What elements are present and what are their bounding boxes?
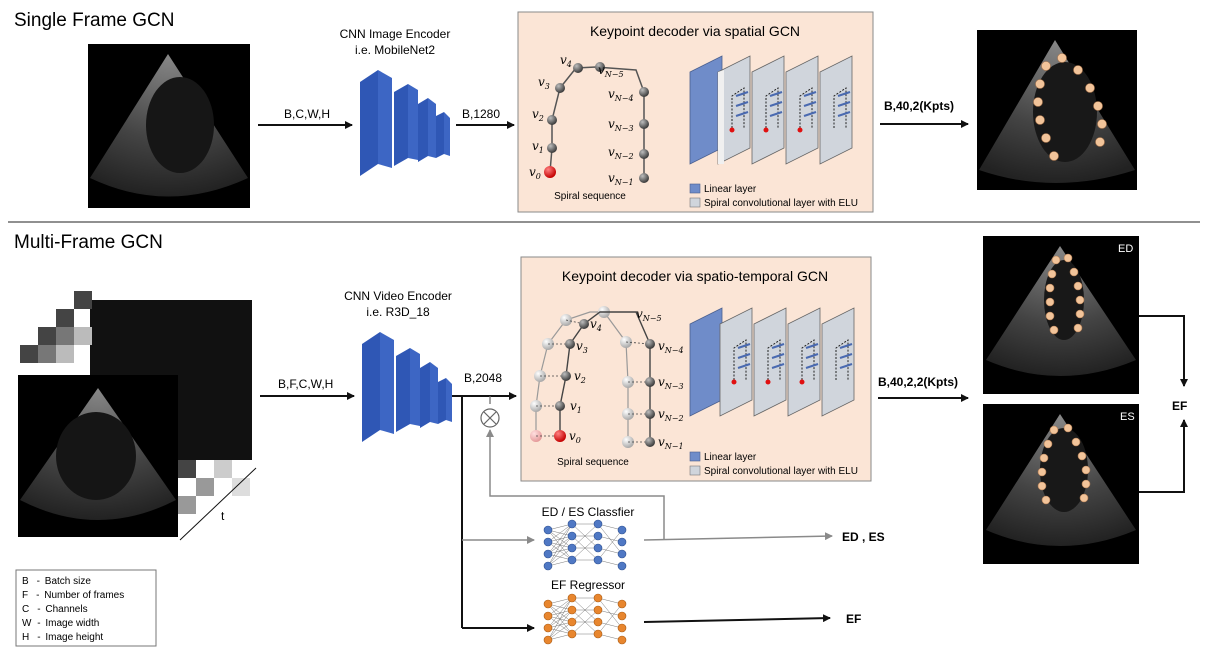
single-input-image xyxy=(88,44,250,208)
single-legend-linear: Linear layer xyxy=(704,184,757,195)
st-node-v2 xyxy=(561,371,571,381)
es-output-image xyxy=(983,404,1139,564)
single-label-v4: v4 xyxy=(560,53,572,69)
single-legend-spiral: Spiral convolutional layer with ELU xyxy=(704,198,858,209)
spiral-node-v1 xyxy=(547,143,557,153)
single-feature-shape-label: B,1280 xyxy=(462,107,500,121)
multi-label-v2: v2 xyxy=(574,369,586,385)
single-label-vn2: vN−2 xyxy=(608,145,634,161)
st-node-v4 xyxy=(579,319,589,329)
multi-encoder-title: CNN Video Encoder xyxy=(344,289,452,303)
single-output-shape-label: B,40,2(Kpts) xyxy=(884,99,954,113)
multi-encoder-subtitle: i.e. R3D_18 xyxy=(366,305,430,319)
multi-frame-title: Multi-Frame GCN xyxy=(14,232,163,253)
single-label-vn4: vN−4 xyxy=(608,87,634,103)
multi-legend-spiral: Spiral convolutional layer with ELU xyxy=(704,466,858,477)
single-input-shape-label: B,C,W,H xyxy=(284,107,330,121)
multi-label-vn2: vN−2 xyxy=(658,407,684,423)
multi-label-v4: v4 xyxy=(590,317,602,333)
multi-decoder-title: Keypoint decoder via spatio-temporal GCN xyxy=(562,268,828,284)
classifier-title: ED / ES Classfier xyxy=(542,505,635,519)
multi-label-v1: v1 xyxy=(570,399,582,415)
spiral-node-v3 xyxy=(555,83,565,93)
st-node-vn4 xyxy=(645,339,655,349)
legend-row-1: B- Batch size xyxy=(22,576,91,587)
multi-spiral-graph xyxy=(530,306,655,448)
st-node-v3 xyxy=(565,339,575,349)
single-label-v0: v0 xyxy=(529,165,541,181)
single-label-vn3: vN−3 xyxy=(608,117,634,133)
spiral-node-vn1 xyxy=(639,173,649,183)
multi-legend-spiral-swatch xyxy=(689,465,701,476)
multi-cnn-encoder-icon xyxy=(362,332,452,442)
single-cnn-encoder-icon xyxy=(360,70,450,176)
ed-tag: ED xyxy=(1118,243,1133,255)
single-encoder-subtitle: i.e. MobileNet2 xyxy=(355,43,435,57)
spiral-node-v2 xyxy=(547,115,557,125)
spiral-node-v4 xyxy=(573,63,583,73)
multi-input-frames xyxy=(18,291,257,541)
single-legend-spiral-swatch xyxy=(689,197,701,208)
regressor-output-label: EF xyxy=(846,612,861,626)
es-tag: ES xyxy=(1120,411,1135,423)
st-node-v0 xyxy=(554,430,566,442)
single-frame-title: Single Frame GCN xyxy=(14,10,175,31)
multi-label-vn5: vN−5 xyxy=(636,307,662,323)
spiral-node-v0 xyxy=(544,166,556,178)
notation-legend-box xyxy=(15,569,157,647)
single-decoder-title: Keypoint decoder via spatial GCN xyxy=(590,23,800,39)
single-label-v2: v2 xyxy=(532,107,544,123)
multi-spiral-label: Spiral sequence xyxy=(557,457,629,468)
multi-legend-linear-swatch xyxy=(689,451,701,462)
single-layer-stack xyxy=(689,55,853,165)
multi-label-vn4: vN−4 xyxy=(658,339,684,355)
single-label-vn5: vN−5 xyxy=(598,63,624,79)
single-legend-linear-swatch xyxy=(689,183,701,194)
regressor-title: EF Regressor xyxy=(551,578,625,592)
multi-input-shape-label: B,F,C,W,H xyxy=(278,377,333,391)
single-spiral-graph xyxy=(544,62,649,183)
st-node-vn2 xyxy=(645,409,655,419)
multi-legend-linear: Linear layer xyxy=(704,452,757,463)
legend-row-5: H- Image height xyxy=(22,632,103,643)
single-label-vn1: vN−1 xyxy=(608,171,634,187)
multi-output-shape-label: B,40,2,2(Kpts) xyxy=(878,375,958,389)
st-node-vn3 xyxy=(645,377,655,387)
multi-label-vn3: vN−3 xyxy=(658,375,684,391)
ef-final-label: EF xyxy=(1172,399,1187,413)
es-to-ef-arrow xyxy=(1139,419,1188,493)
single-spiral-label: Spiral sequence xyxy=(554,191,626,202)
spiral-node-vn4 xyxy=(639,87,649,97)
time-axis-label: t xyxy=(221,509,225,523)
legend-row-2: F- Number of frames xyxy=(22,590,124,601)
ed-output-image xyxy=(983,236,1139,394)
multi-layer-stack xyxy=(689,307,855,417)
multi-label-v3: v3 xyxy=(576,339,588,355)
regressor-output-arrow xyxy=(643,614,831,623)
single-output-image xyxy=(977,30,1137,190)
single-encoder-title: CNN Image Encoder xyxy=(340,27,451,41)
spiral-node-vn5 xyxy=(595,62,605,72)
classifier-network-icon xyxy=(543,519,627,571)
spiral-node-vn3 xyxy=(639,119,649,129)
classifier-output-arrow xyxy=(643,532,833,541)
spiral-node-vn2 xyxy=(639,149,649,159)
regressor-network-icon xyxy=(543,593,627,645)
single-label-v3: v3 xyxy=(538,75,550,91)
legend-row-3: C- Channels xyxy=(22,604,88,615)
multi-feature-shape-label: B,2048 xyxy=(464,371,502,385)
multi-label-vn1: vN−1 xyxy=(658,435,684,451)
legend-row-4: W- Image width xyxy=(22,618,99,629)
multi-label-v0: v0 xyxy=(569,429,581,445)
st-node-v1 xyxy=(555,401,565,411)
multiply-operator-icon xyxy=(480,408,500,428)
st-node-vn1 xyxy=(645,437,655,447)
classifier-output-label: ED , ES xyxy=(842,530,885,544)
single-label-v1: v1 xyxy=(532,139,544,155)
ed-to-ef-arrow xyxy=(1139,315,1188,387)
classifier-feedback-arrow xyxy=(486,429,665,540)
